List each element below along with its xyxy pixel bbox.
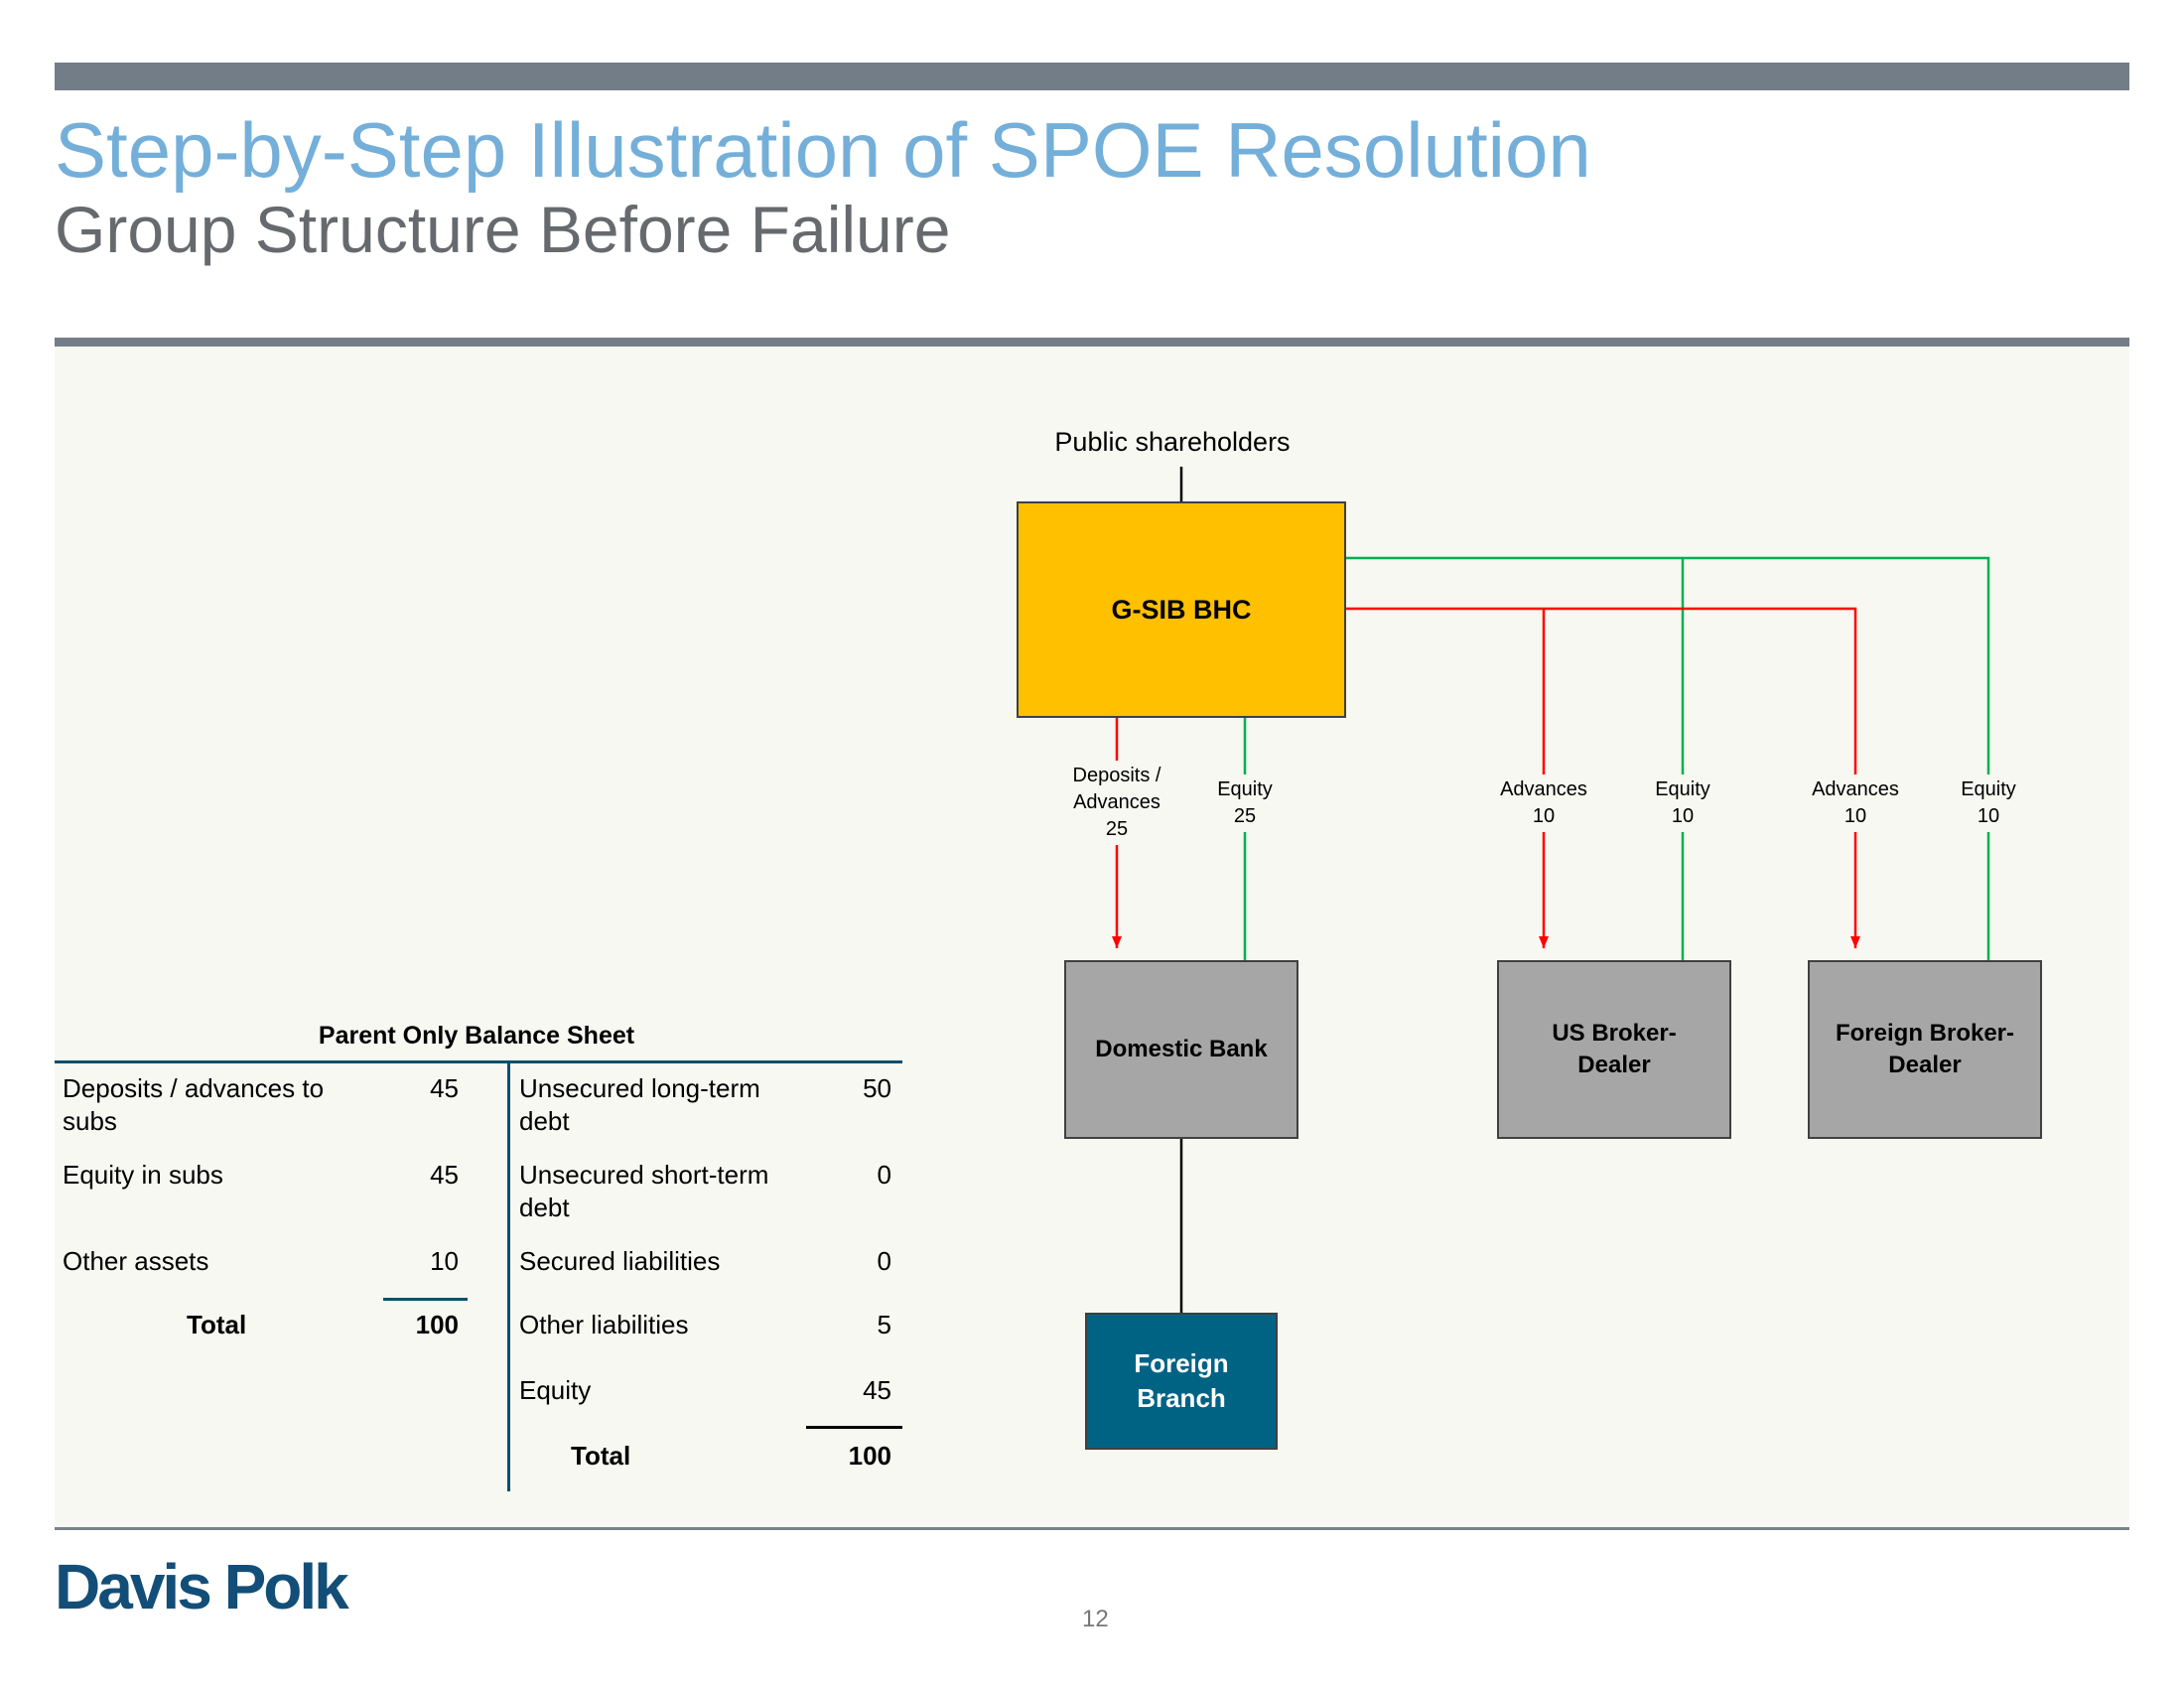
liability-row-value: 50	[863, 1073, 891, 1103]
flow-label-db-advances: Deposits / Advances 25	[1068, 761, 1165, 845]
liability-row-label: Unsecured long-term debt	[519, 1072, 817, 1138]
gsib-bhc-box: G-SIB BHC	[1017, 501, 1346, 718]
asset-row-value: 10	[430, 1246, 459, 1276]
flow-label-value: 10	[1532, 805, 1556, 827]
page-number: 12	[1082, 1606, 1109, 1632]
flow-label-usbd-advances: Advances 10	[1496, 774, 1591, 832]
foreign-branch-label: Foreign	[1134, 1347, 1229, 1378]
us-broker-dealer-label: Dealer	[1577, 1052, 1651, 1078]
flow-label-value: 10	[1671, 805, 1695, 827]
davis-polk-logo: Davis Polk	[55, 1551, 349, 1622]
balance-sheet-top-rule	[55, 1060, 902, 1063]
asset-row-label: Other assets	[63, 1246, 209, 1276]
liabilities-total-label: Total	[571, 1441, 631, 1471]
liability-row-label: Other liabilities	[519, 1310, 689, 1339]
public-shareholders-label: Public shareholders	[1054, 427, 1291, 457]
gsib-bhc-label: G-SIB BHC	[1111, 594, 1252, 625]
domestic-bank-box: Domestic Bank	[1064, 960, 1298, 1139]
foreign-broker-dealer-box: Foreign Broker- Dealer	[1808, 960, 2042, 1139]
us-broker-dealer-label: US Broker-	[1552, 1019, 1677, 1047]
flow-label-text: Advances	[1073, 791, 1160, 813]
asset-row-value: 45	[430, 1160, 459, 1190]
assets-total-value: 100	[415, 1310, 459, 1339]
liabilities-total-value: 100	[848, 1441, 891, 1471]
balance-sheet-divider	[507, 1061, 510, 1491]
footer-divider	[55, 1527, 2129, 1530]
assets-total-rule	[383, 1298, 468, 1301]
asset-row-label: Equity in subs	[63, 1160, 223, 1190]
advances-connector-fbd	[1345, 607, 1860, 948]
asset-row-value: 45	[430, 1073, 459, 1103]
liability-label-line: Unsecured long-term	[519, 1073, 760, 1103]
liability-row-value: 5	[877, 1310, 891, 1339]
flow-label-value: 25	[1233, 805, 1257, 827]
top-header-bar	[55, 63, 2129, 90]
flow-label-fbd-advances: Advances 10	[1808, 774, 1903, 832]
flow-label-text: Advances	[1812, 778, 1899, 800]
liability-label-line: Unsecured short-term	[519, 1160, 769, 1190]
foreign-branch-label: Branch	[1137, 1383, 1226, 1413]
asset-row-label: Deposits / advances to subs	[63, 1072, 360, 1138]
foreign-branch-box: Foreign Branch	[1085, 1313, 1278, 1450]
flow-label-text: Equity	[1961, 778, 2016, 800]
asset-label-line: Deposits / advances to	[63, 1073, 325, 1103]
flow-label-value: 10	[1843, 805, 1867, 827]
flow-label-fbd-equity: Equity 10	[1957, 774, 2020, 832]
assets-total-label: Total	[187, 1310, 247, 1339]
flow-label-text: Advances	[1500, 778, 1587, 800]
flow-label-text: Deposits /	[1072, 765, 1161, 786]
flow-label-usbd-equity: Equity 10	[1651, 774, 1714, 832]
liability-label-line: debt	[519, 1193, 570, 1222]
equity-connector-usbd-fbd	[1345, 556, 1990, 961]
liability-row-value: 0	[877, 1246, 891, 1276]
liability-row-label: Equity	[519, 1375, 592, 1405]
foreign-broker-dealer-label: Dealer	[1888, 1052, 1962, 1078]
header-divider-bar	[55, 338, 2129, 347]
flow-label-db-equity: Equity 25	[1213, 774, 1277, 832]
page-subtitle: Group Structure Before Failure	[55, 193, 951, 266]
page-title: Step-by-Step Illustration of SPOE Resolu…	[55, 106, 1591, 194]
flow-label-text: Equity	[1217, 778, 1273, 800]
liability-label-line: debt	[519, 1106, 570, 1136]
liabilities-total-rule	[806, 1426, 902, 1429]
us-broker-dealer-box: US Broker- Dealer	[1497, 960, 1731, 1139]
liability-row-value: 0	[877, 1160, 891, 1190]
liability-row-label: Secured liabilities	[519, 1246, 721, 1276]
foreign-broker-dealer-label: Foreign Broker-	[1835, 1019, 2015, 1047]
flow-label-value: 25	[1105, 818, 1129, 840]
liability-row-label: Unsecured short-term debt	[519, 1159, 817, 1224]
domestic-bank-label: Domestic Bank	[1095, 1035, 1268, 1062]
flow-label-value: 10	[1977, 805, 2000, 827]
balance-sheet-title: Parent Only Balance Sheet	[318, 1022, 635, 1050]
asset-label-line: subs	[63, 1106, 117, 1136]
liability-row-value: 45	[863, 1375, 891, 1405]
flow-label-text: Equity	[1655, 778, 1710, 800]
